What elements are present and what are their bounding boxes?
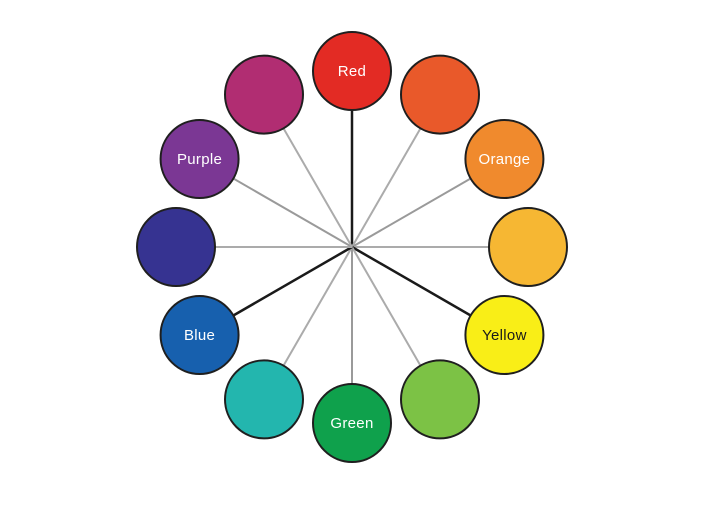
color-circle-yellow-orange (488, 207, 568, 287)
color-circle-blue (159, 295, 240, 375)
color-circle-red (312, 31, 392, 111)
color-circle-red-purple (224, 54, 304, 135)
color-circle-blue-green (224, 359, 304, 440)
color-circle-yellow-green (400, 359, 480, 440)
color-circle-green (312, 383, 392, 463)
color-circle-red-orange (400, 54, 480, 135)
color-circle-blue-purple (136, 207, 216, 287)
color-circle-yellow (464, 295, 545, 375)
color-circle-purple (159, 119, 240, 199)
color-circle-orange (464, 119, 545, 199)
